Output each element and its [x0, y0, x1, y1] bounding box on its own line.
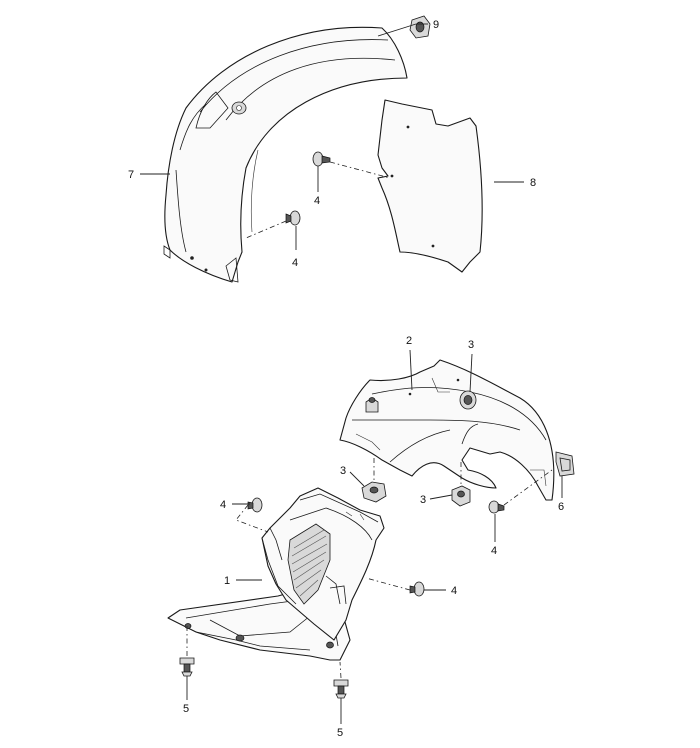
part-2-front-wheelhouse-liner — [339, 359, 555, 501]
part-8-splash-shield — [377, 99, 483, 273]
screw-4-lower-right — [409, 581, 425, 597]
callout-1: 1 — [224, 575, 230, 587]
clip-6 — [555, 451, 575, 477]
callout-4-lower-left: 4 — [220, 499, 226, 511]
leader-lines — [140, 23, 563, 724]
screw-4-lower-left — [247, 497, 263, 513]
callout-8: 8 — [530, 177, 536, 189]
part-1-front-lower-liner — [167, 487, 385, 661]
screw-5-right — [333, 679, 349, 699]
screw-4-top-right — [312, 151, 331, 167]
callout-4-top-left: 4 — [292, 257, 298, 269]
screw-4-top-left — [285, 210, 301, 226]
callout-6: 6 — [558, 501, 564, 513]
callout-7: 7 — [128, 169, 134, 181]
callout-3-mid: 3 — [340, 465, 346, 477]
callout-4-top-right: 4 — [314, 195, 320, 207]
callout-3-upper: 3 — [468, 339, 474, 351]
screw-4-mid-right — [488, 500, 505, 514]
fastener-9-clip — [409, 15, 431, 39]
callout-4-lower-right: 4 — [451, 585, 457, 597]
callout-3-right: 3 — [420, 494, 426, 506]
assembly-lines — [186, 161, 553, 679]
callout-2: 2 — [406, 335, 412, 347]
callout-labels: 7 8 9 4 4 2 3 3 3 6 4 4 1 4 5 5 — [128, 19, 564, 739]
part-7-rear-wheelhouse-liner — [163, 26, 408, 283]
callout-5-right: 5 — [337, 727, 343, 739]
nut-3-upper — [459, 390, 477, 410]
callout-9: 9 — [433, 19, 439, 31]
nut-3-right — [451, 485, 471, 507]
callout-4-mid-right: 4 — [491, 545, 497, 557]
screw-5-left — [179, 657, 195, 677]
callout-5-left: 5 — [183, 703, 189, 715]
nut-3-mid — [361, 481, 387, 503]
